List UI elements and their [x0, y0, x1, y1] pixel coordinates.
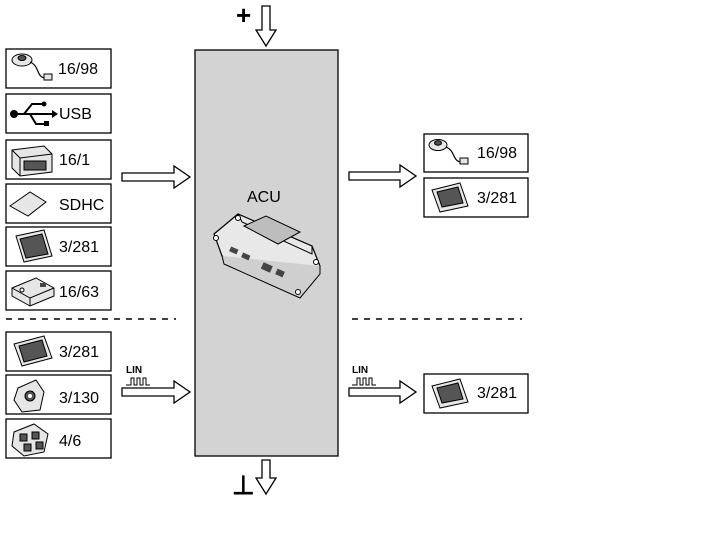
left-input-label: 16/1 [59, 152, 90, 169]
switch-panel-icon [11, 423, 49, 457]
lin-label: LIN [126, 365, 142, 376]
left-input-label: SDHC [59, 197, 104, 214]
lin-input-arrow [121, 379, 192, 405]
lin-signal-right: LIN [352, 365, 376, 386]
right-output-3-281: 3/281 [423, 177, 529, 218]
antenna-cable-icon [428, 139, 469, 165]
lin-signal-left: LIN [126, 365, 150, 386]
left-input-16-1: 16/1 [5, 139, 112, 180]
left-input-16-98: 16/98 [5, 48, 112, 89]
display-icon [13, 335, 53, 367]
output-arrow [348, 163, 418, 189]
head-unit-icon [11, 145, 53, 177]
ground-arrow [254, 459, 278, 496]
power-arrow [254, 5, 278, 48]
module-icon [11, 277, 55, 307]
right-output-16-98: 16/98 [423, 133, 529, 173]
lin-output-arrow [348, 379, 418, 405]
input-arrow [121, 164, 192, 190]
acu-device-icon [213, 213, 321, 299]
ground-symbol: ⊥ [232, 470, 255, 500]
display-icon [431, 182, 469, 213]
left-lin-input-label: 3/130 [59, 390, 99, 407]
right-lin-output-label: 3/281 [477, 385, 517, 402]
acu-label: ACU [247, 189, 281, 206]
left-input-label: USB [59, 106, 92, 123]
left-input-16-63: 16/63 [5, 270, 112, 311]
left-input-label: 16/98 [58, 61, 98, 78]
left-lin-input-3-281: 3/281 [5, 331, 112, 372]
left-input-sdhc: SDHC [5, 183, 112, 224]
right-lin-output-3-281: 3/281 [423, 373, 529, 414]
control-panel-icon [13, 379, 45, 413]
right-output-label: 3/281 [477, 190, 517, 207]
left-lin-input-3-130: 3/130 [5, 374, 112, 415]
lin-label: LIN [352, 365, 368, 376]
left-input-usb: USB [5, 93, 112, 134]
left-lin-input-label: 3/281 [59, 344, 99, 361]
right-output-label: 16/98 [477, 145, 517, 162]
left-lin-input-label: 4/6 [59, 433, 81, 450]
usb-icon [10, 101, 58, 126]
left-input-3-281: 3/281 [5, 226, 112, 267]
left-input-label: 16/63 [59, 284, 99, 301]
display-icon [431, 378, 469, 409]
left-input-label: 3/281 [59, 239, 99, 256]
left-lin-input-4-6: 4/6 [5, 418, 112, 459]
sd-card-icon [9, 191, 47, 217]
power-plus-symbol: + [236, 0, 251, 30]
display-icon [15, 229, 53, 263]
antenna-cable-icon [11, 53, 53, 81]
